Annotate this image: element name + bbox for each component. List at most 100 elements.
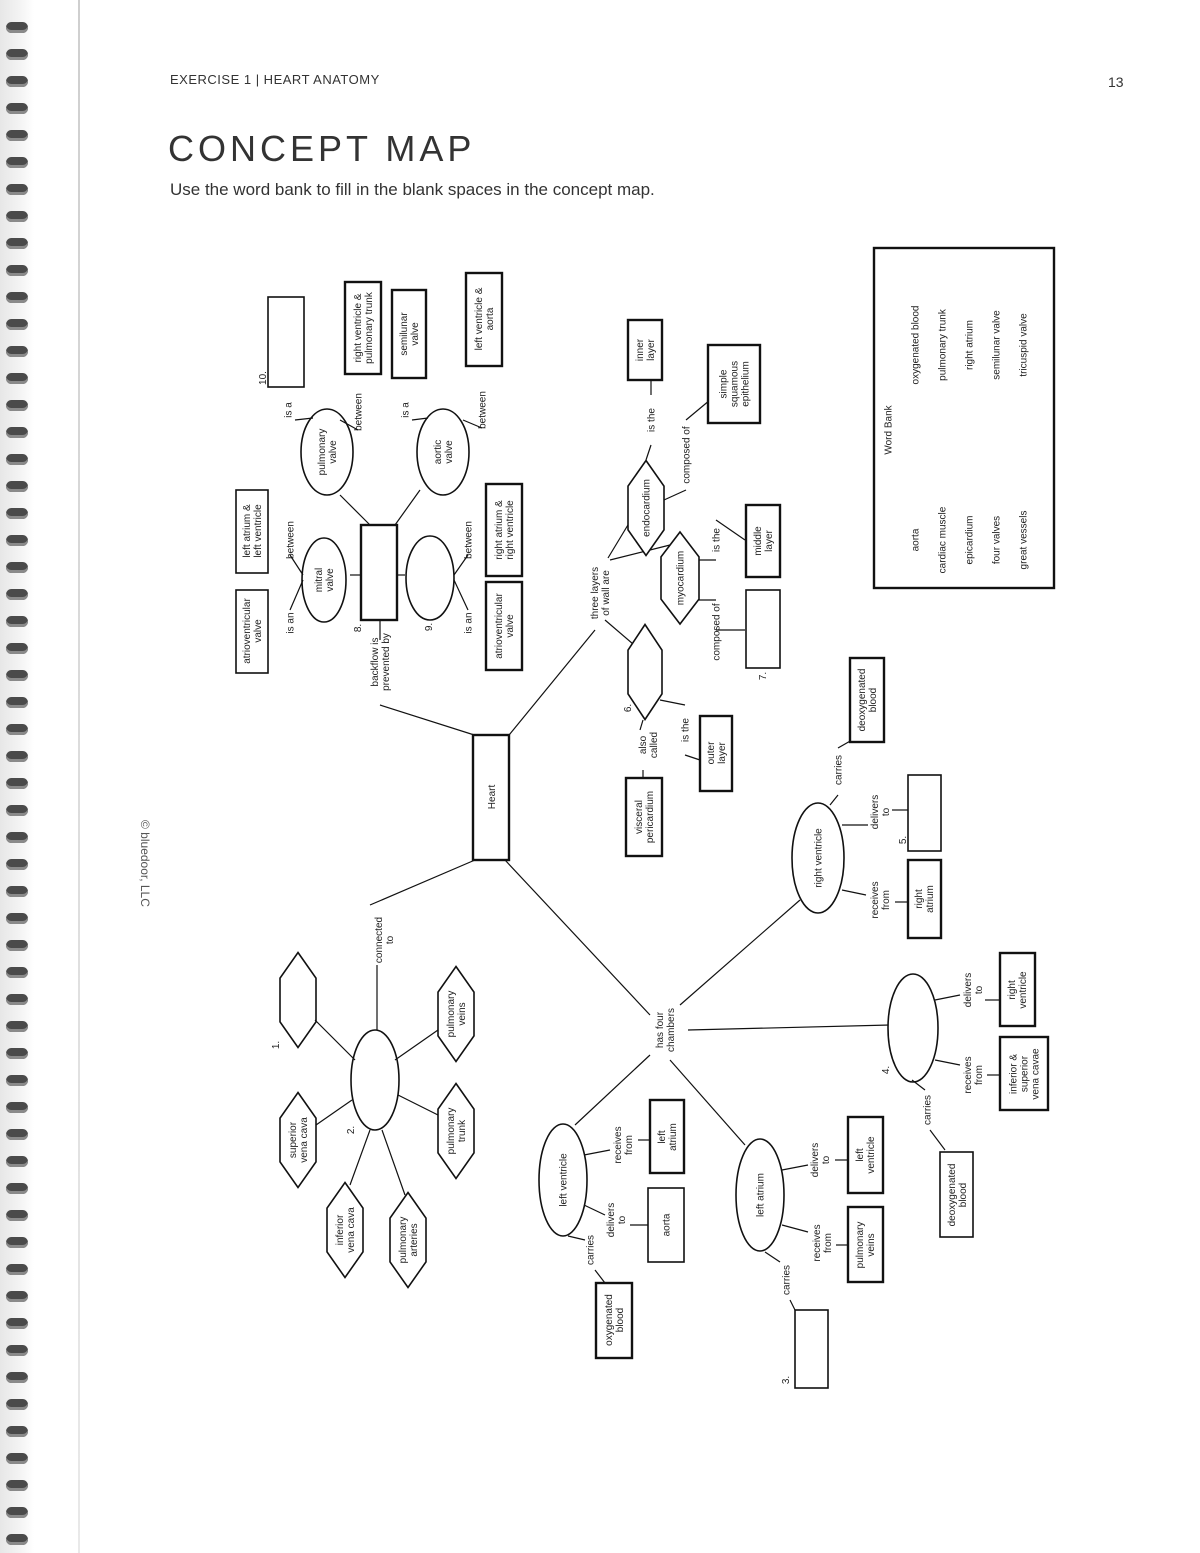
- connector-line: [314, 1019, 356, 1061]
- connector-line: [684, 754, 701, 761]
- word-bank-title: Word Bank: [884, 404, 895, 454]
- semilunar-box: [390, 288, 428, 380]
- binding-hole: [6, 1345, 28, 1356]
- blank-number-4: 4.: [881, 1066, 892, 1074]
- la-lv-label: left atrium &left ventricle: [242, 504, 264, 558]
- deoxy-blood-top-label: deoxygenatedblood: [857, 669, 879, 732]
- link-is-the-endo: is the: [647, 408, 658, 432]
- has-four-chambers-label: has fourchambers: [655, 1008, 677, 1052]
- connector-line: [583, 1149, 611, 1156]
- inner-layer-box: [626, 318, 664, 382]
- running-header: EXERCISE 1 | HEART ANATOMY: [170, 72, 380, 87]
- word-bank-box: [872, 246, 1056, 590]
- word-bank-term: cardiac muscle: [938, 506, 949, 573]
- connector-line: [339, 419, 359, 431]
- aortic-valve-label: aorticvalve: [433, 440, 455, 464]
- connector-line: [574, 1054, 651, 1126]
- endocardium-label: endocardium: [642, 479, 653, 537]
- connector-line: [639, 719, 644, 731]
- binding-hole: [6, 1048, 28, 1059]
- three-layers-label: three layersof wall are: [590, 567, 612, 619]
- link-carries-lv: carries: [586, 1235, 597, 1265]
- binding-hole: [6, 1210, 28, 1221]
- instructions: Use the word bank to fill in the blank s…: [170, 180, 655, 199]
- connector-line: [462, 419, 483, 429]
- heart-to-chambers-line: [504, 859, 651, 1016]
- left-atrium-box-label: leftatrium: [657, 1123, 679, 1151]
- left-atrium-oval: [735, 1138, 785, 1252]
- connector-line: [829, 794, 839, 806]
- connector-line: [394, 1029, 439, 1061]
- page-edge: [78, 0, 80, 1553]
- connector-line: [659, 699, 686, 706]
- connector-line: [453, 554, 469, 576]
- binding-hole: [6, 103, 28, 114]
- pulmonary-trunk-hex-label: pulmonarytrunk: [446, 1108, 468, 1155]
- binding-hole: [6, 1480, 28, 1491]
- binding-hole: [6, 1075, 28, 1086]
- binding-hole: [6, 1372, 28, 1383]
- word-bank-term: right atrium: [965, 320, 976, 370]
- binding-hole: [6, 805, 28, 816]
- connector-line: [781, 1164, 809, 1171]
- pulmonary-veins-box: [846, 1205, 885, 1284]
- connector-line: [715, 519, 746, 541]
- blank-9-oval: [405, 535, 455, 621]
- binding-hole: [6, 481, 28, 492]
- blank-1-hex: [279, 951, 317, 1049]
- binding-hole: [6, 967, 28, 978]
- link-receives-from-la: receivesfrom: [812, 1224, 834, 1261]
- simple-squamous-box: [706, 343, 762, 425]
- binding-hole: [6, 1264, 28, 1275]
- simple-squamous-label: simplesquamousepithelium: [719, 361, 752, 407]
- right-atrium-box: [906, 858, 943, 940]
- binding-hole: [6, 211, 28, 222]
- deoxy-blood-bottom-label: deoxygenatedblood: [947, 1164, 969, 1227]
- binding-hole: [6, 1156, 28, 1167]
- blank-7-box: [745, 589, 781, 669]
- blank-8-box: [359, 523, 399, 622]
- link-is-an-right: is an: [464, 612, 475, 633]
- backflow-label: backflow isprevented by: [370, 633, 392, 691]
- binding-hole: [6, 130, 28, 141]
- link-delivers-to-rv: deliversto: [870, 795, 892, 829]
- binding-hole: [6, 238, 28, 249]
- outer-layer-box: [698, 714, 734, 793]
- connector-line: [679, 899, 801, 1006]
- link-carries-la: carries: [782, 1265, 793, 1295]
- left-ventricle-box-label: leftventricle: [855, 1136, 877, 1174]
- binding-hole: [6, 184, 28, 195]
- connector-line: [781, 1224, 809, 1233]
- binding-hole: [6, 670, 28, 681]
- link-is-a-aortic: is a: [401, 402, 412, 418]
- link-between-pulm: between: [354, 393, 365, 431]
- binding-hole: [6, 1237, 28, 1248]
- binding-hole: [6, 1102, 28, 1113]
- page-title: CONCEPT MAP: [168, 128, 476, 169]
- binding-hole: [6, 76, 28, 87]
- connector-line: [397, 1094, 439, 1116]
- pulmonary-arteries-hex-label: pulmonaryarteries: [398, 1217, 420, 1264]
- binding-hole: [6, 562, 28, 573]
- lv-aorta-box: [464, 271, 504, 368]
- blank-number-2: 2.: [346, 1126, 357, 1134]
- binding-hole: [6, 346, 28, 357]
- connector-line: [567, 1235, 586, 1241]
- av-valve-left-label: atrioventricularvalve: [242, 598, 264, 664]
- blank-number-9: 9.: [424, 623, 435, 631]
- pulmonary-valve-oval: [300, 408, 354, 496]
- binding-hole: [6, 1453, 28, 1464]
- binding-hole: [6, 940, 28, 951]
- connector-line: [911, 1079, 926, 1091]
- connector-line: [339, 494, 371, 526]
- binding-hole: [6, 1129, 28, 1140]
- blank-number-7: 7.: [758, 672, 769, 680]
- link-composed-of-endo: composed of: [682, 426, 693, 483]
- visceral-pericardium-box: [624, 776, 664, 858]
- blank-number-6: 6.: [623, 704, 634, 712]
- mitral-valve-label: mitralvalve: [314, 568, 336, 592]
- connector-line: [289, 554, 304, 576]
- binding-hole: [6, 454, 28, 465]
- middle-layer-box: [744, 503, 782, 579]
- blank-number-10: 10.: [258, 371, 269, 385]
